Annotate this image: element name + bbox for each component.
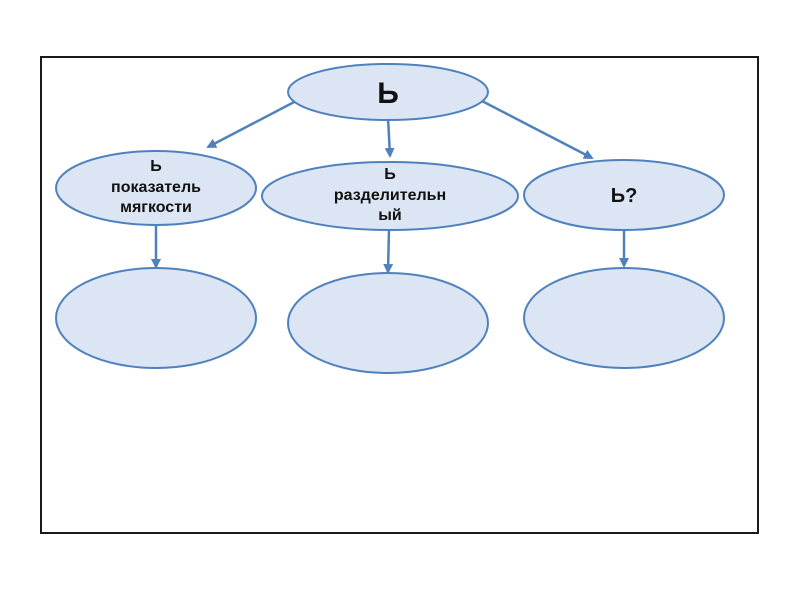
answer-2-node-label[interactable] [308, 295, 468, 351]
answer-3-node-label[interactable] [544, 290, 704, 346]
answer-2-node-shape[interactable] [287, 272, 489, 374]
arrow-root-to-branch-1 [206, 98, 299, 149]
branch-1-line-1: Ь [150, 157, 162, 175]
branch-3-node-label: Ь? [574, 176, 674, 216]
branch-1-line-3: мягкости [120, 199, 192, 217]
branch-1-node-label: Ь показатель мягкости [76, 150, 236, 226]
branch-3-label-text: Ь? [610, 185, 638, 207]
arrow-root-to-branch-3 [479, 98, 594, 160]
answer-1-node-shape[interactable] [55, 267, 257, 369]
root-node-shape [287, 63, 489, 121]
branch-1-line-2: показатель [111, 178, 201, 196]
answer-1-node-label[interactable] [76, 290, 236, 346]
root-node-label: Ь [338, 70, 438, 116]
branch-3-node-shape [523, 159, 725, 231]
root-label-text: Ь [377, 76, 399, 110]
branch-1-node-shape [55, 150, 257, 226]
arrow-branch-2-to-answer-2 [383, 228, 394, 274]
branch-2-line-1: Ь [384, 165, 396, 183]
branch-1-label: Ь показатель мягкости [111, 157, 201, 219]
branch-2-label: Ь разделительн ый [334, 165, 446, 227]
answer-3-node-shape[interactable] [523, 267, 725, 369]
branch-2-line-2: разделительн [333, 186, 447, 204]
branch-2-node-label: Ь разделительн ый [300, 156, 480, 236]
branch-2-node-shape [261, 161, 519, 231]
arrow-root-to-branch-2 [384, 116, 395, 158]
branch-2-line-3: ый [378, 207, 402, 225]
